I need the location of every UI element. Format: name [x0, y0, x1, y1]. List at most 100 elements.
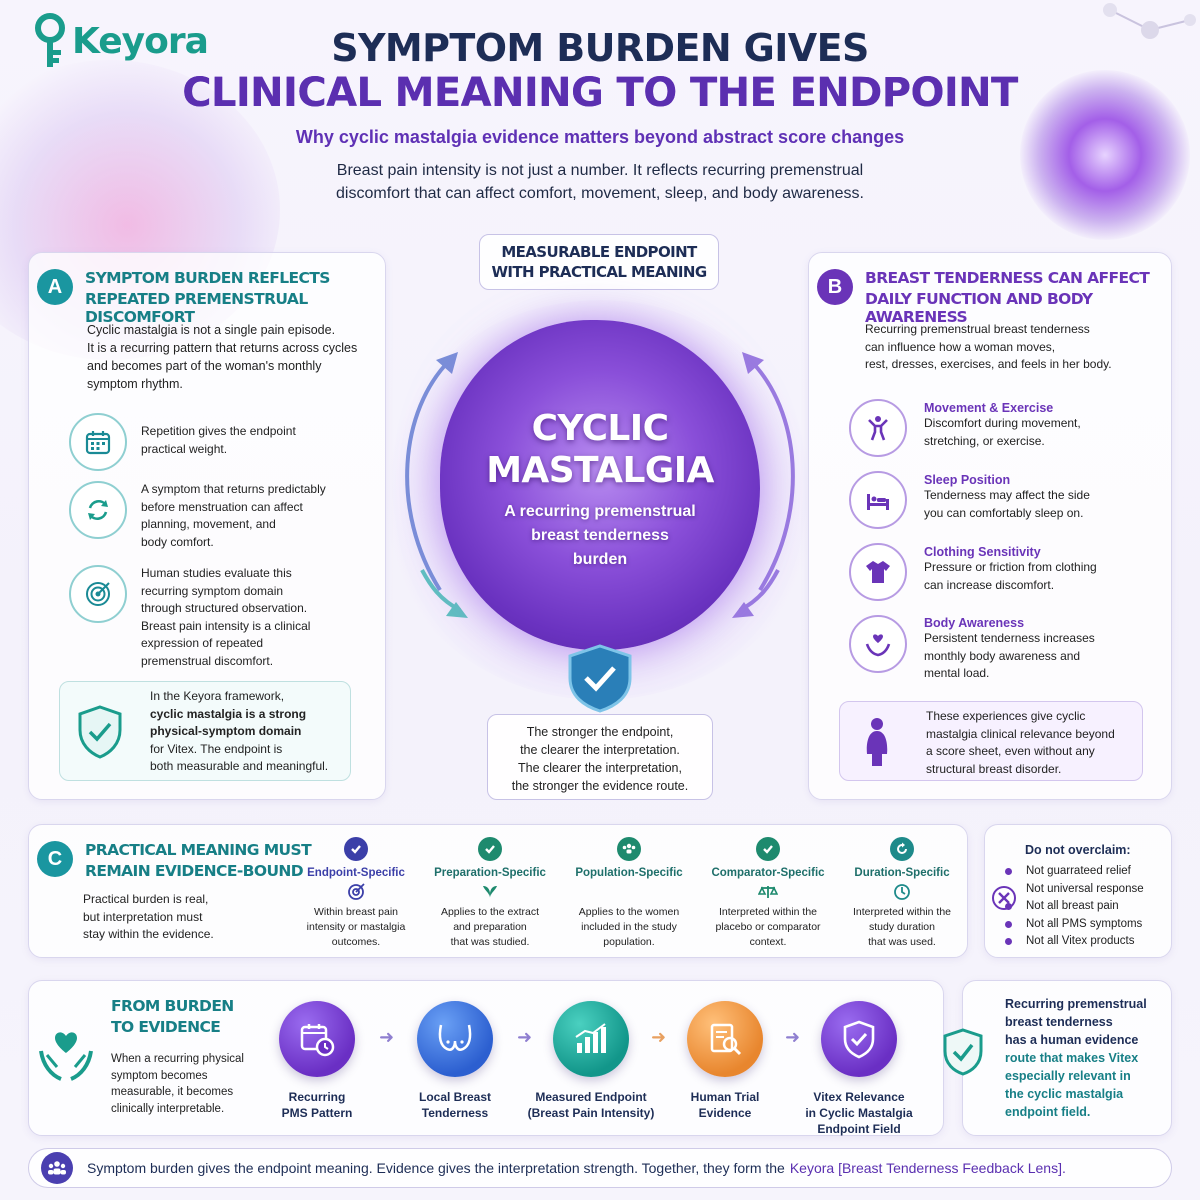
exercise-person-icon [849, 399, 907, 457]
right-decor-cell [1020, 70, 1190, 240]
calendar-clock-icon [300, 1024, 335, 1057]
heart-hands-large-icon [39, 1032, 93, 1081]
panel-a-intro: Cyclic mastalgia is not a single pain ep… [87, 323, 358, 391]
orb-ring-arrows [405, 352, 795, 618]
orb-title-line2: MASTALGIA [486, 450, 714, 491]
clock-icon [837, 881, 967, 903]
breast-outline-icon [438, 1024, 472, 1051]
spec-comparator: Comparator-Specific Interpreted within t… [703, 837, 833, 950]
panel-c-title-line2: REMAIN EVIDENCE-BOUND [85, 862, 304, 880]
flow-section: FROM BURDEN TO EVIDENCE When a recurring… [28, 980, 944, 1136]
refresh-icon [890, 837, 914, 861]
panel-b-letter-badge: B [817, 269, 853, 305]
target-icon [69, 565, 127, 623]
panel-b-title-line1: BREAST TENDERNESS CAN AFFECT [865, 269, 1150, 287]
target-small-icon [291, 881, 421, 903]
clipboard-search-icon [710, 1023, 742, 1056]
flow-step-5 [821, 1001, 897, 1077]
shield-check-icon [843, 1020, 875, 1059]
overclaim-title: Do not overclaim: [1025, 843, 1131, 857]
calendar-icon [69, 413, 127, 471]
leaf-icon [425, 881, 555, 903]
check-icon [344, 837, 368, 861]
panel-c-intro: Practical burden is real,but interpretat… [83, 892, 214, 941]
framework-box: In the Keyora framework,cyclic mastalgia… [59, 681, 351, 781]
page-subtitle: Why cyclic mastalgia evidence matters be… [295, 127, 905, 147]
footer-bar: Symptom burden gives the endpoint meanin… [28, 1148, 1172, 1188]
panel-b-item-2: Sleep Position Tenderness may affect the… [924, 473, 1090, 520]
heart-hands-icon [849, 615, 907, 673]
check-icon [478, 837, 502, 861]
flow-step-4 [687, 1001, 763, 1077]
group-icon [617, 837, 641, 861]
summary-box: Recurring premenstrual breast tenderness… [943, 980, 1172, 1136]
footer-highlight: Keyora [Breast Tenderness Feedback Lens]… [789, 1160, 1066, 1176]
page-title-line1: SYMPTOM BURDEN GIVES [331, 26, 869, 70]
center-note-box: The stronger the endpoint,the clearer th… [487, 714, 713, 800]
spec-duration: Duration-Specific Interpreted within the… [837, 837, 967, 950]
panel-a-letter-badge: A [37, 269, 73, 305]
arrow-right-icon: ➜ [517, 1027, 533, 1047]
panel-a-title-line2: REPEATED PREMENSTRUAL DISCOMFORT [85, 290, 308, 326]
flow-step-3-label: Measured Endpoint(Breast Pain Intensity) [527, 1090, 655, 1120]
shirt-icon [849, 543, 907, 601]
page-title-line2: CLINICAL MEANING TO THE ENDPOINT [0, 70, 1200, 116]
arrow-right-icon: ➜ [379, 1027, 395, 1047]
intro-line2: discomfort that can affect comfort, move… [336, 185, 864, 202]
panel-b-title-line2: DAILY FUNCTION AND BODY AWARENESS [865, 290, 1093, 326]
bullet-dot [1005, 868, 1012, 876]
shield-check-icon [943, 1028, 983, 1076]
bullet-dot [1005, 903, 1012, 911]
panel-c-letter-badge: C [37, 841, 73, 877]
flow-title-line2: TO EVIDENCE [111, 1018, 221, 1036]
summary-text: Recurring premenstrual breast tenderness… [1005, 997, 1147, 1119]
woman-figure-icon [866, 718, 888, 766]
panel-b-item-1: Movement & Exercise Discomfort during mo… [924, 401, 1081, 448]
arrow-right-icon: ➜ [785, 1027, 801, 1047]
overclaim-list: Not guarrateed relief Not universal resp… [1005, 863, 1144, 951]
panel-b-item-3: Clothing Sensitivity Pressure or frictio… [924, 545, 1097, 592]
bullet-dot [1005, 938, 1012, 946]
flow-step-1 [279, 1001, 355, 1077]
shield-check-icon [78, 705, 122, 759]
spec-preparation: Preparation-Specific Applies to the extr… [425, 837, 555, 950]
arrow-right-icon: ➜ [651, 1027, 667, 1047]
logo-text: Keyora [72, 20, 209, 62]
panel-c: C PRACTICAL MEANING MUST REMAIN EVIDENCE… [28, 824, 968, 958]
logo: Keyora [30, 12, 209, 70]
orb-title-line1: CYCLIC [531, 408, 669, 449]
intro-line1: Breast pain intensity is not just a numb… [336, 162, 864, 179]
center-shield-icon [568, 644, 632, 713]
check-icon [756, 837, 780, 861]
scale-icon [703, 881, 833, 903]
flow-step-2 [417, 1001, 493, 1077]
key-logo-icon [35, 13, 65, 67]
footer-text: Symptom burden gives the endpoint meanin… [87, 1160, 785, 1176]
panel-a-title-line1: SYMPTOM BURDEN REFLECTS [85, 269, 330, 287]
spec-population: Population-Specific Applies to the women… [564, 837, 694, 950]
bar-chart-icon [575, 1023, 606, 1053]
bed-icon [849, 471, 907, 529]
flow-step-3 [553, 1001, 629, 1077]
panel-a: A SYMPTOM BURDEN REFLECTS REPEATED PREME… [28, 252, 386, 800]
panel-b-intro: Recurring premenstrual breast tenderness… [865, 322, 1112, 371]
panel-c-title-line1: PRACTICAL MEANING MUST [85, 841, 312, 859]
panel-b-item-4: Body Awareness Persistent tenderness inc… [924, 616, 1095, 680]
molecule-decor [1100, 0, 1200, 60]
panel-b: B BREAST TENDERNESS CAN AFFECT DAILY FUN… [808, 252, 1172, 800]
flow-title-line1: FROM BURDEN [111, 997, 234, 1015]
cyclic-mastalgia-orb [440, 320, 760, 650]
overclaim-box: Do not overclaim: Not guarrateed relief … [984, 824, 1172, 958]
